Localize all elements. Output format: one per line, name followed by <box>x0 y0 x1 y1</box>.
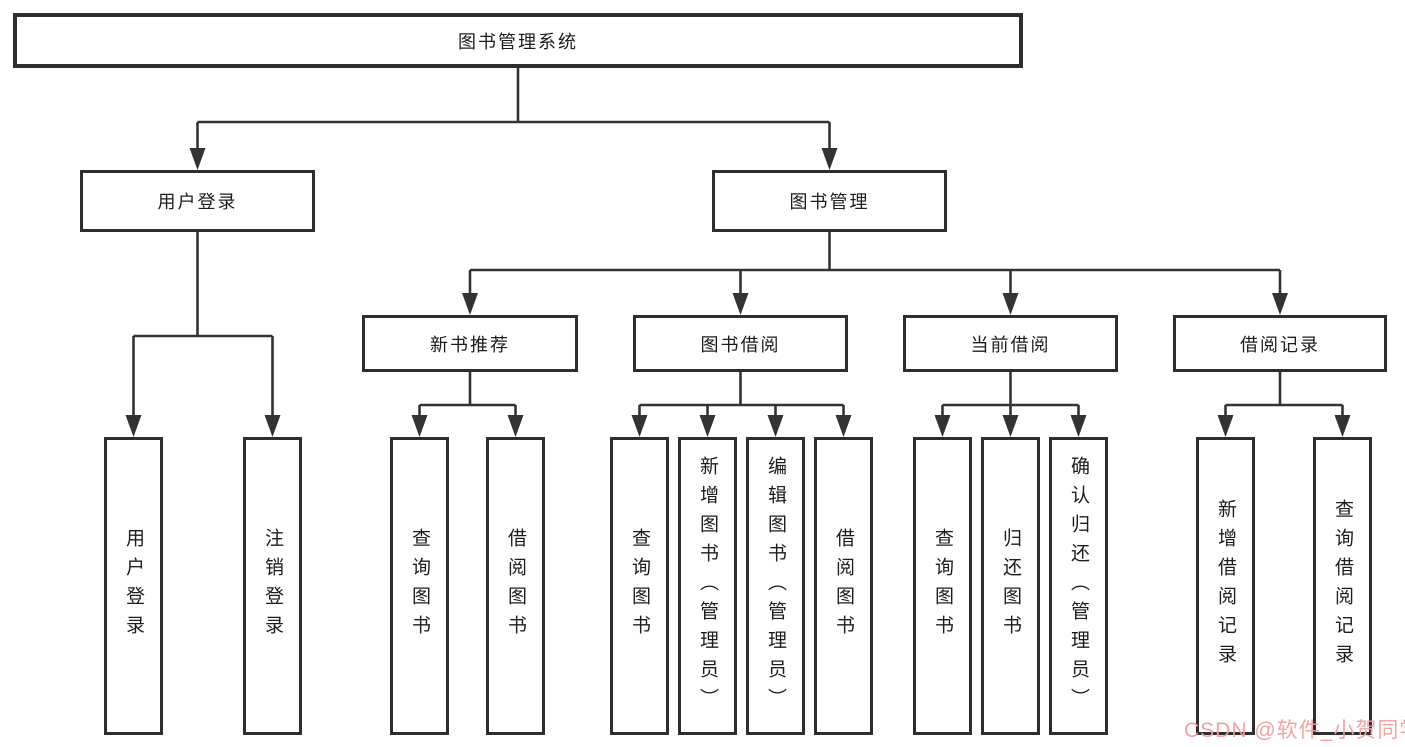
leaf-borrow-books-recommendation: 借阅图书 <box>486 437 545 735</box>
leaf-query-books-recommendation: 查询图书 <box>390 437 449 735</box>
node-book-borrowing: 图书借阅 <box>633 315 848 372</box>
leaf-label: 查询借阅记录 <box>1332 499 1353 673</box>
node-label: 图书管理系统 <box>458 31 578 52</box>
leaf-label: 查询图书 <box>629 528 650 644</box>
leaf-logout: 注销登录 <box>243 437 302 735</box>
leaf-label: 查询图书 <box>932 528 953 644</box>
leaf-label: 借阅图书 <box>833 528 854 644</box>
leaf-label: 查询图书 <box>409 528 430 644</box>
leaf-label: 编辑图书（管理员） <box>765 455 786 717</box>
node-label: 新书推荐 <box>430 334 510 355</box>
node-label: 图书管理 <box>789 192 870 212</box>
leaf-label: 归还图书 <box>1000 528 1021 644</box>
node-library-management-system: 图书管理系统 <box>13 13 1023 68</box>
leaf-label: 确认归还（管理员） <box>1068 455 1089 717</box>
leaf-user-login: 用户登录 <box>104 437 163 735</box>
leaf-query-borrow-record: 查询借阅记录 <box>1313 437 1372 735</box>
node-new-book-recommendation: 新书推荐 <box>362 315 578 372</box>
node-borrowing-records: 借阅记录 <box>1173 315 1387 372</box>
leaf-confirm-return-admin: 确认归还（管理员） <box>1049 437 1108 735</box>
node-label: 用户登录 <box>157 192 238 212</box>
leaf-label: 用户登录 <box>123 528 144 644</box>
node-label: 图书借阅 <box>700 334 781 355</box>
leaf-query-books-current: 查询图书 <box>913 437 972 735</box>
leaf-edit-books-admin: 编辑图书（管理员） <box>746 437 805 735</box>
node-label: 借阅记录 <box>1240 334 1320 355</box>
node-label: 当前借阅 <box>970 334 1051 355</box>
leaf-add-borrow-record: 新增借阅记录 <box>1196 437 1255 735</box>
node-book-management: 图书管理 <box>712 170 947 232</box>
node-user-login: 用户登录 <box>80 170 315 232</box>
leaf-query-books-borrowing: 查询图书 <box>610 437 669 735</box>
leaf-return-books: 归还图书 <box>981 437 1040 735</box>
leaf-add-books-admin: 新增图书（管理员） <box>678 437 737 735</box>
csdn-watermark: CSDN @软件_小贺同学 <box>1184 719 1405 742</box>
leaf-label: 新增借阅记录 <box>1215 499 1236 673</box>
leaf-label: 借阅图书 <box>505 528 526 644</box>
leaf-borrow-books: 借阅图书 <box>814 437 873 735</box>
node-current-borrowing: 当前借阅 <box>903 315 1118 372</box>
leaf-label: 新增图书（管理员） <box>697 455 718 717</box>
leaf-label: 注销登录 <box>262 528 283 644</box>
